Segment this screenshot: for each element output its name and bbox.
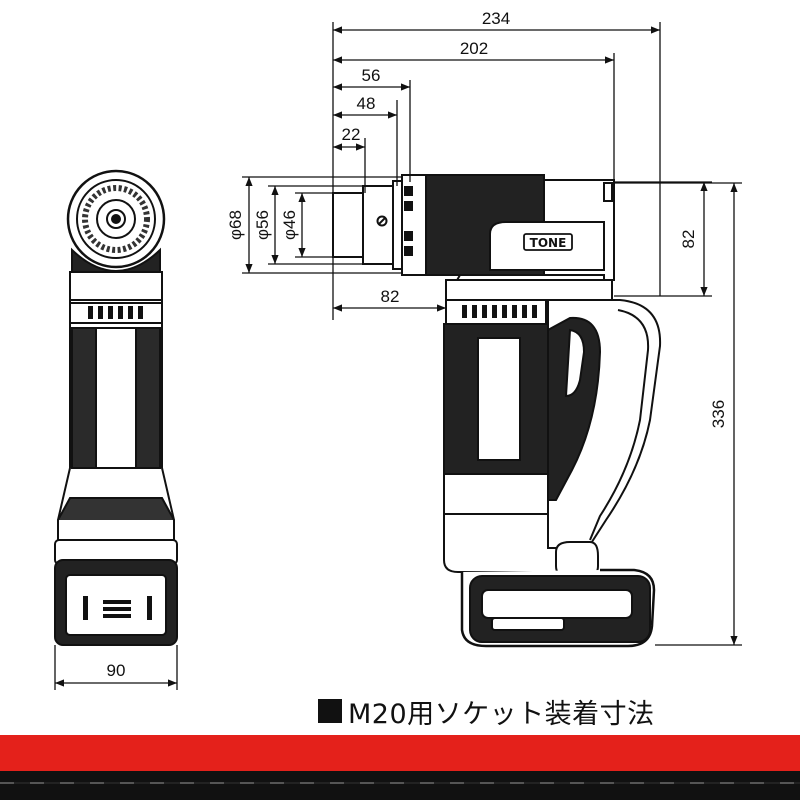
- front-vent-strip: [69, 302, 163, 324]
- front-view: [54, 169, 178, 646]
- side-motor-top: [445, 279, 613, 301]
- dim-lines: [242, 22, 742, 646]
- footer-red-band: [0, 735, 800, 771]
- dim-56-label: 56: [362, 66, 381, 85]
- front-grip-center: [95, 327, 137, 469]
- side-base: [443, 513, 561, 573]
- footer-dark-band: [0, 771, 800, 800]
- dim-head-height-label: 82: [679, 230, 698, 249]
- tone-logo: TONE: [523, 233, 573, 251]
- dim-axis-to-grip-label: 82: [381, 287, 400, 306]
- front-socket-ring-outer: [66, 169, 166, 269]
- side-head-ribs: [404, 186, 413, 256]
- dim-total-height-label: 336: [709, 400, 728, 428]
- side-handle-trigger: [564, 328, 586, 398]
- front-socket-center: [106, 209, 126, 229]
- front-socket-bolt: [111, 214, 121, 224]
- front-battery-panel: [65, 574, 167, 636]
- caption: M20用ソケット装着寸法: [318, 694, 655, 730]
- side-handle-rear: [589, 309, 650, 541]
- side-motor-window: [477, 337, 521, 461]
- tone-logo-text: TONE: [530, 236, 567, 250]
- front-socket-gear: [82, 185, 150, 253]
- side-motor-lower: [443, 473, 549, 515]
- side-head-plate: [603, 182, 613, 202]
- side-vents: [462, 305, 537, 318]
- dim-width-label: 90: [107, 661, 126, 680]
- dim-22-label: 22: [342, 125, 361, 144]
- side-handle-grip: [547, 316, 602, 501]
- dim-overall-length-label: 234: [482, 9, 510, 28]
- side-battery-slot: [491, 617, 565, 631]
- dim-48-label: 48: [357, 94, 376, 113]
- dim-width: [54, 645, 178, 690]
- dim-length-to-body-label: 202: [460, 39, 488, 58]
- front-grip-right: [135, 327, 161, 469]
- front-vents: [88, 306, 143, 319]
- side-socket-collar: [392, 180, 403, 270]
- side-socket-tip: [332, 192, 364, 258]
- front-battery-gauge: [83, 596, 152, 620]
- side-socket-mid: [362, 185, 394, 265]
- dim-dia-68-label: φ68: [226, 210, 245, 240]
- side-view: [332, 174, 662, 648]
- front-socket-inner: [96, 199, 136, 239]
- caption-text: M20用ソケット装着寸法: [348, 698, 655, 730]
- side-battery-window: [481, 589, 633, 619]
- front-skirt: [57, 497, 175, 521]
- dim-dia-56-label: φ56: [253, 210, 272, 240]
- front-grip-left: [71, 327, 97, 469]
- dim-dia-46-label: φ46: [280, 210, 299, 240]
- caption-square-icon: [318, 699, 342, 723]
